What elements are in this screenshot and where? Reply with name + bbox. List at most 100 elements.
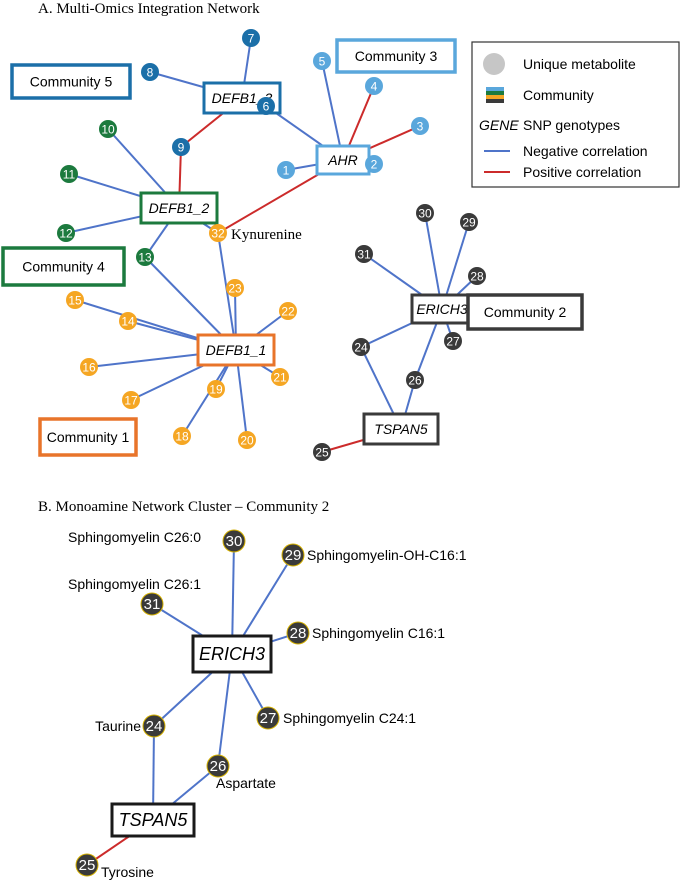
legend-negative-correlation: Negative correlation — [523, 143, 648, 159]
gene-box-defb1_2 — [139, 191, 219, 225]
metabolite-number-20: 20 — [240, 434, 254, 448]
b-metabolite-number-27: 27 — [260, 710, 277, 727]
metabolite-number-30: 30 — [418, 207, 432, 221]
b-metabolite-name-24: Taurine — [95, 718, 141, 734]
panel-b-metabolite-labels: Sphingomyelin C26:0Sphingomyelin-OH-C16:… — [68, 529, 467, 880]
metabolite-node-3 — [411, 117, 429, 135]
b-metabolite-name-26: Aspartate — [216, 775, 276, 791]
legend-unique-metabolite: Unique metabolite — [523, 56, 636, 72]
metabolite-node-9 — [172, 138, 190, 156]
metabolite-number-10: 10 — [101, 123, 115, 137]
community1-box — [38, 417, 138, 457]
metabolite-node-16 — [80, 358, 98, 376]
metabolite-number-5: 5 — [319, 55, 326, 69]
metabolite-node-32 — [209, 224, 227, 242]
metabolite-number-32: 32 — [211, 227, 225, 241]
b-metabolite-number-25: 25 — [79, 857, 96, 874]
community5-label: Community 5 — [30, 74, 113, 90]
gene-box-ahr — [315, 144, 371, 176]
b-gene-box-erich3 — [191, 634, 273, 674]
metabolite-node-22 — [279, 302, 297, 320]
legend-frame — [471, 41, 680, 188]
metabolite-number-2: 2 — [371, 158, 378, 172]
legend-community: Community — [523, 87, 594, 103]
metabolite-node-13 — [136, 248, 154, 266]
metabolite-number-13: 13 — [138, 251, 152, 265]
community2-label: Community 2 — [484, 304, 567, 320]
legend-snp-genotypes: SNP genotypes — [523, 117, 620, 133]
legend-gene-word: GENE — [479, 117, 519, 133]
kynurenine-label: Kynurenine — [231, 227, 302, 243]
metabolite-number-9: 9 — [178, 141, 185, 155]
metabolite-number-16: 16 — [82, 361, 96, 375]
b-metabolite-name-29: Sphingomyelin-OH-C16:1 — [307, 547, 467, 563]
gene-label-erich3: ERICH3 — [416, 301, 468, 317]
panel-b-title: B. Monoamine Network Cluster – Community… — [38, 499, 329, 515]
b-metabolite-number-31: 31 — [144, 596, 161, 613]
metabolite-number-25: 25 — [315, 446, 329, 460]
b-metabolite-number-30: 30 — [226, 533, 243, 550]
panel-a-title: A. Multi-Omics Integration Network — [38, 1, 260, 17]
b-gene-box-tspan5 — [110, 802, 196, 838]
metabolite-number-7: 7 — [248, 32, 255, 46]
edge-ERICH3-30 — [424, 212, 443, 310]
b-metabolite-number-29: 29 — [285, 547, 302, 564]
b-metabolite-name-31: Sphingomyelin C26:1 — [68, 576, 201, 592]
metabolite-node-17 — [122, 391, 140, 409]
metabolite-number-15: 15 — [68, 294, 82, 308]
gene-label-defb1_1: DEFB1_1 — [206, 342, 267, 358]
legend-positive-correlation: Positive correlation — [523, 164, 641, 180]
gene-box-erich3 — [410, 293, 474, 325]
b-metabolite-number-26: 26 — [210, 758, 227, 775]
metabolite-node-11 — [60, 165, 78, 183]
b-metabolite-node-27 — [256, 706, 280, 730]
metabolite-node-12 — [57, 224, 75, 242]
gene-label-defb1_2: DEFB1_2 — [149, 200, 210, 216]
metabolite-node-14 — [119, 312, 137, 330]
metabolite-number-3: 3 — [417, 120, 424, 134]
metabolite-number-29: 29 — [462, 216, 476, 230]
metabolite-number-12: 12 — [59, 227, 73, 241]
metabolite-node-29 — [460, 213, 478, 231]
gene-label-ahr: AHR — [327, 152, 358, 168]
metabolite-node-30 — [416, 204, 434, 222]
metabolite-node-20 — [238, 431, 256, 449]
b-metabolite-number-28: 28 — [290, 625, 307, 642]
metabolite-number-4: 4 — [371, 80, 378, 94]
metabolite-number-17: 17 — [124, 394, 138, 408]
community-swatch — [486, 87, 504, 103]
gene-label-defb1_3: DEFB1_3 — [212, 90, 273, 106]
b-metabolite-name-25: Tyrosine — [101, 864, 154, 880]
metabolite-number-11: 11 — [63, 168, 76, 182]
b-metabolite-node-30 — [222, 529, 246, 553]
metabolite-node-2 — [365, 155, 383, 173]
metabolite-number-26: 26 — [408, 374, 422, 388]
community2-box — [466, 293, 584, 331]
metabolite-node-10 — [99, 120, 117, 138]
metabolite-number-22: 22 — [281, 305, 295, 319]
b-metabolite-name-27: Sphingomyelin C24:1 — [283, 710, 416, 726]
legend: Unique metabolite Community GENE SNP gen… — [471, 41, 680, 188]
b-gene-label-tspan5: TSPAN5 — [119, 810, 189, 830]
metabolite-node-31 — [355, 245, 373, 263]
metabolite-number-14: 14 — [121, 315, 135, 329]
metabolite-node-19 — [207, 380, 225, 398]
metabolite-node-23 — [226, 279, 244, 297]
gene-label-tspan5: TSPAN5 — [374, 421, 428, 437]
metabolite-node-21 — [271, 368, 289, 386]
b-metabolite-name-28: Sphingomyelin C16:1 — [312, 625, 445, 641]
metabolite-node-4 — [365, 77, 383, 95]
metabolite-number-6: 6 — [263, 100, 270, 114]
metabolite-node-1 — [277, 161, 295, 179]
b-metabolite-node-28 — [286, 621, 310, 645]
gene-box-defb1_1 — [196, 333, 276, 367]
edge-AHR-5 — [321, 60, 344, 161]
community1-label: Community 1 — [47, 429, 130, 445]
b-metabolite-node-26 — [206, 754, 230, 778]
metabolite-node-18 — [173, 427, 191, 445]
metabolite-number-8: 8 — [147, 66, 154, 80]
